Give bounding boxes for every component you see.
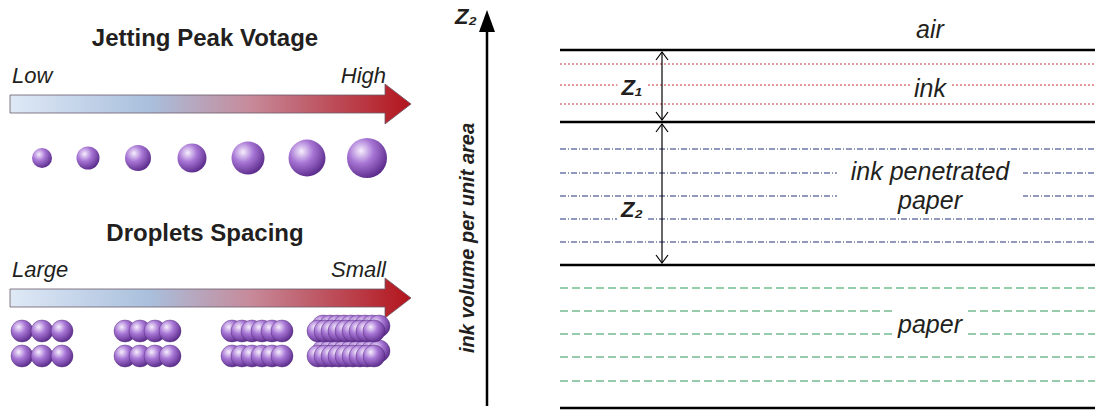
- droplet: [31, 345, 53, 367]
- scale-label: Small: [331, 257, 386, 282]
- droplet: [159, 320, 181, 342]
- gradient-arrow: [10, 84, 411, 124]
- axis-arrowhead: [479, 10, 495, 32]
- droplet: [11, 320, 33, 342]
- scale-label: Large: [12, 257, 68, 282]
- scale-label: High: [341, 63, 386, 88]
- thickness-symbol: Z₂: [617, 197, 647, 222]
- droplet: [363, 345, 385, 367]
- droplet: [51, 320, 73, 342]
- droplet-row: [32, 138, 387, 178]
- layer-label: paper: [894, 310, 966, 339]
- droplet: [31, 320, 53, 342]
- parameter-title: Jetting Peak Votage: [92, 24, 318, 52]
- layer-label: ink penetrated paper: [837, 157, 1023, 215]
- penetrated-lines: [560, 149, 1095, 242]
- thickness-symbol: Z₁: [617, 75, 646, 100]
- droplet-clusters: [11, 315, 390, 367]
- layer-label: air: [916, 15, 944, 44]
- gradient-arrow: [10, 278, 411, 318]
- paper-lines: [560, 288, 1095, 381]
- ink-lines: [560, 64, 1095, 104]
- axis-symbol: Z₂: [455, 4, 477, 29]
- axis-line: [486, 28, 489, 406]
- droplet: [271, 320, 293, 342]
- droplet: [363, 320, 385, 342]
- axis-label: ink volume per unit area: [456, 123, 479, 353]
- droplet: [159, 345, 181, 367]
- layer-label: ink: [910, 74, 950, 103]
- droplet: [11, 345, 33, 367]
- parameter-title: Droplets Spacing: [106, 219, 303, 247]
- layer-boundaries: [560, 50, 1095, 408]
- scale-label: Low: [12, 63, 52, 88]
- droplet: [271, 345, 293, 367]
- thickness-marker: [656, 52, 668, 263]
- droplet: [51, 345, 73, 367]
